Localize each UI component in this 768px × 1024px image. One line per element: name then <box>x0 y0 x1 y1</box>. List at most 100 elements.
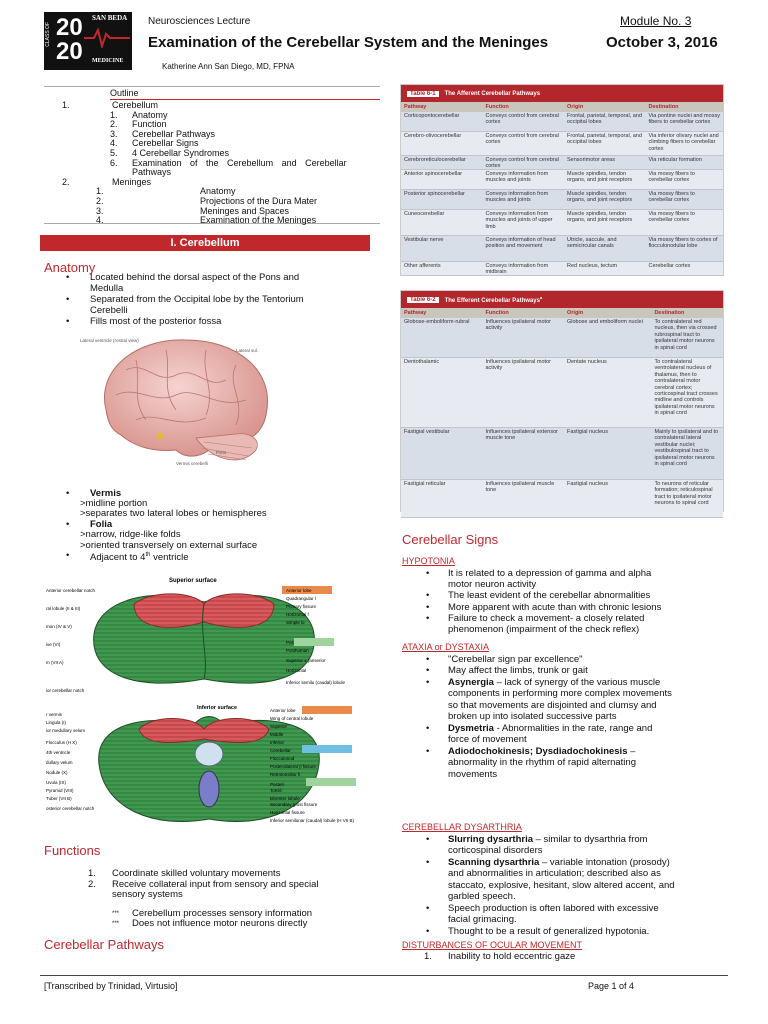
table-cell-pathway: Vestibular nerve <box>404 237 444 243</box>
table-cell: Utricle, saccule, and semicircular canal… <box>567 237 617 250</box>
table-title: The Afferent Cerebellar Pathways <box>444 90 541 97</box>
ataxia-item: "Cerebellar sign par excellence" <box>448 654 583 665</box>
outline-item: Anatomy <box>200 186 236 197</box>
diagram-label: ive (VI) <box>46 642 61 647</box>
table-cell: Via mossy fibers to cortex of flocculono… <box>648 237 718 250</box>
vermis-term: Vermis <box>90 488 122 499</box>
vermis-desc: >midline portion <box>80 498 148 509</box>
table-cell: Conveys information from midbrain <box>485 263 549 276</box>
ataxia-item: movements <box>448 769 498 780</box>
outline-number: 2. <box>96 196 104 206</box>
table-cell: Conveys information from muscles and joi… <box>485 211 553 230</box>
bullet-dot: • <box>426 677 430 688</box>
table-cell-pathway: Other afferents <box>404 263 441 269</box>
dysarthria-item: Slurring dysarthria – similar to dysarth… <box>448 834 648 845</box>
bullet-dot: • <box>66 519 70 530</box>
table-cell: Frontal, parietal, temporal, and occipit… <box>567 113 642 126</box>
diagram-label: Tonsil <box>270 788 282 793</box>
folia-desc: >narrow, ridge-like folds <box>80 529 181 540</box>
outline-number: 3. <box>110 128 118 139</box>
table-cell: Muscle spindles, tendon organs, and join… <box>567 191 633 204</box>
diagram-label: Anterior lobe <box>286 588 312 593</box>
ataxia-heading: ATAXIA or DYSTAXIA <box>402 642 490 652</box>
section-band-cerebellum: I. Cerebellum <box>40 235 370 251</box>
bullet-dot: • <box>426 568 430 579</box>
functions-heading: Functions <box>44 843 101 858</box>
table-cell: Mainly to ipsilateral and to contralater… <box>654 429 719 468</box>
table-tag: Table 6-2 <box>407 296 439 303</box>
logo-school-bottom: MEDICINE <box>92 58 124 64</box>
table-column-header: Pathway <box>404 104 427 110</box>
anatomy-bullet: Separated from the Occipital lobe by the… <box>90 294 304 305</box>
hypotonia-item: The least evident of the cerebellar abno… <box>448 590 651 601</box>
bullet-dot: • <box>426 590 430 601</box>
outline-number: 1. <box>62 100 70 110</box>
bullet-dot: • <box>66 316 70 327</box>
diagram-label: Inferior semilunar (caudal) lobule (H VI… <box>270 818 355 823</box>
diagram-label: ral lobule (II & III) <box>46 606 81 611</box>
hypotonia-item: motor neuron activity <box>448 579 537 590</box>
ataxia-item: Adiodochokinesis; Dysdiadochokinesis – <box>448 746 636 757</box>
dysarthria-item: facial grimacing. <box>448 914 517 925</box>
diagram-label: Anterior cerebellar notch <box>46 588 96 593</box>
anatomy-heading: Anatomy <box>44 260 96 275</box>
outline-title: Outline <box>110 88 139 98</box>
outline-number: 5. <box>110 148 118 158</box>
diagram-label: Flocculus (H X) <box>46 740 77 745</box>
table-cell-pathway: Posterior spinocerebellar <box>404 191 465 197</box>
table-cell-pathway: Cerebro-olivocerebellar <box>404 133 462 139</box>
diagram-label: Simple lo <box>286 620 305 625</box>
table-cell: Via inferior olivary nuclei and climbing… <box>648 133 719 152</box>
table-cell-pathway: Fastigial vestibular <box>404 429 450 435</box>
bullet-dot: • <box>426 746 430 757</box>
dysarthria-heading: CEREBELLAR DYSARTHRIA <box>402 822 522 832</box>
ocular-item: Inability to hold eccentric gaze <box>448 951 576 962</box>
logo-class-text: CLASS OF <box>45 22 51 47</box>
logo-school-top: SAN BEDA <box>92 14 128 22</box>
outline-number: 2. <box>110 119 118 130</box>
bullet-dot: • <box>66 272 70 283</box>
table-cell: Sensorimotor areas <box>567 157 615 163</box>
outline-item: Meninges and Spaces <box>200 205 290 216</box>
bullet-dot: • <box>426 926 430 937</box>
table-title: The Efferent Cerebellar Pathwaysa <box>444 295 543 304</box>
outline-item: Pathways <box>132 167 172 178</box>
table-cell: Globose and emboliform nuclei <box>567 319 643 325</box>
ataxia-item: force of movement <box>448 734 527 745</box>
outline-item: 4 Cerebellar Syndromes <box>132 148 230 158</box>
bullet-dot: • <box>66 488 70 499</box>
class-logo: 20 20 SAN BEDA MEDICINE CLASS OF <box>44 12 132 70</box>
dysarthria-item: Scanning dysarthria – variable intonatio… <box>448 857 670 868</box>
table-column-header: Origin <box>567 104 584 110</box>
diagram-label: ior cerebellar notch <box>46 688 85 693</box>
diagram-label: Horizontal f <box>286 612 310 617</box>
course-name: Neurosciences Lecture <box>148 16 251 27</box>
bullet-dot: • <box>426 654 430 665</box>
table-row: Other afferents Conveys information from … <box>401 262 723 276</box>
diagram-label: Superior <box>270 724 288 729</box>
ocular-heading: DISTURBANCES OF OCULAR MOVEMENT <box>402 940 583 950</box>
table-cell-pathway: Dentothalamic <box>404 359 440 365</box>
outline-item: Cerebellum <box>112 100 159 110</box>
dysarthria-item: Thought to be a result of generalized hy… <box>448 926 650 937</box>
brain-label: Vermis cerebelli <box>176 461 208 466</box>
bullet-dot: • <box>426 857 430 868</box>
table-cell: Frontal, parietal, temporal, and occipit… <box>567 133 642 146</box>
bullet-dot: • <box>426 613 430 624</box>
table-cell-pathway: Anterior spinocerebellar <box>404 171 463 177</box>
diagram-label: 4th ventricle <box>46 750 71 755</box>
diagram-label: r vermis <box>46 712 63 717</box>
diagram-label: Posteri <box>270 782 284 787</box>
folia-desc: >oriented transversely on external surfa… <box>80 540 258 551</box>
inferior-surface-label: Inferior surface <box>197 705 237 711</box>
table-cell: Dentate nucleus <box>567 359 607 365</box>
diagram-label: Biventer lobule <box>270 796 300 801</box>
